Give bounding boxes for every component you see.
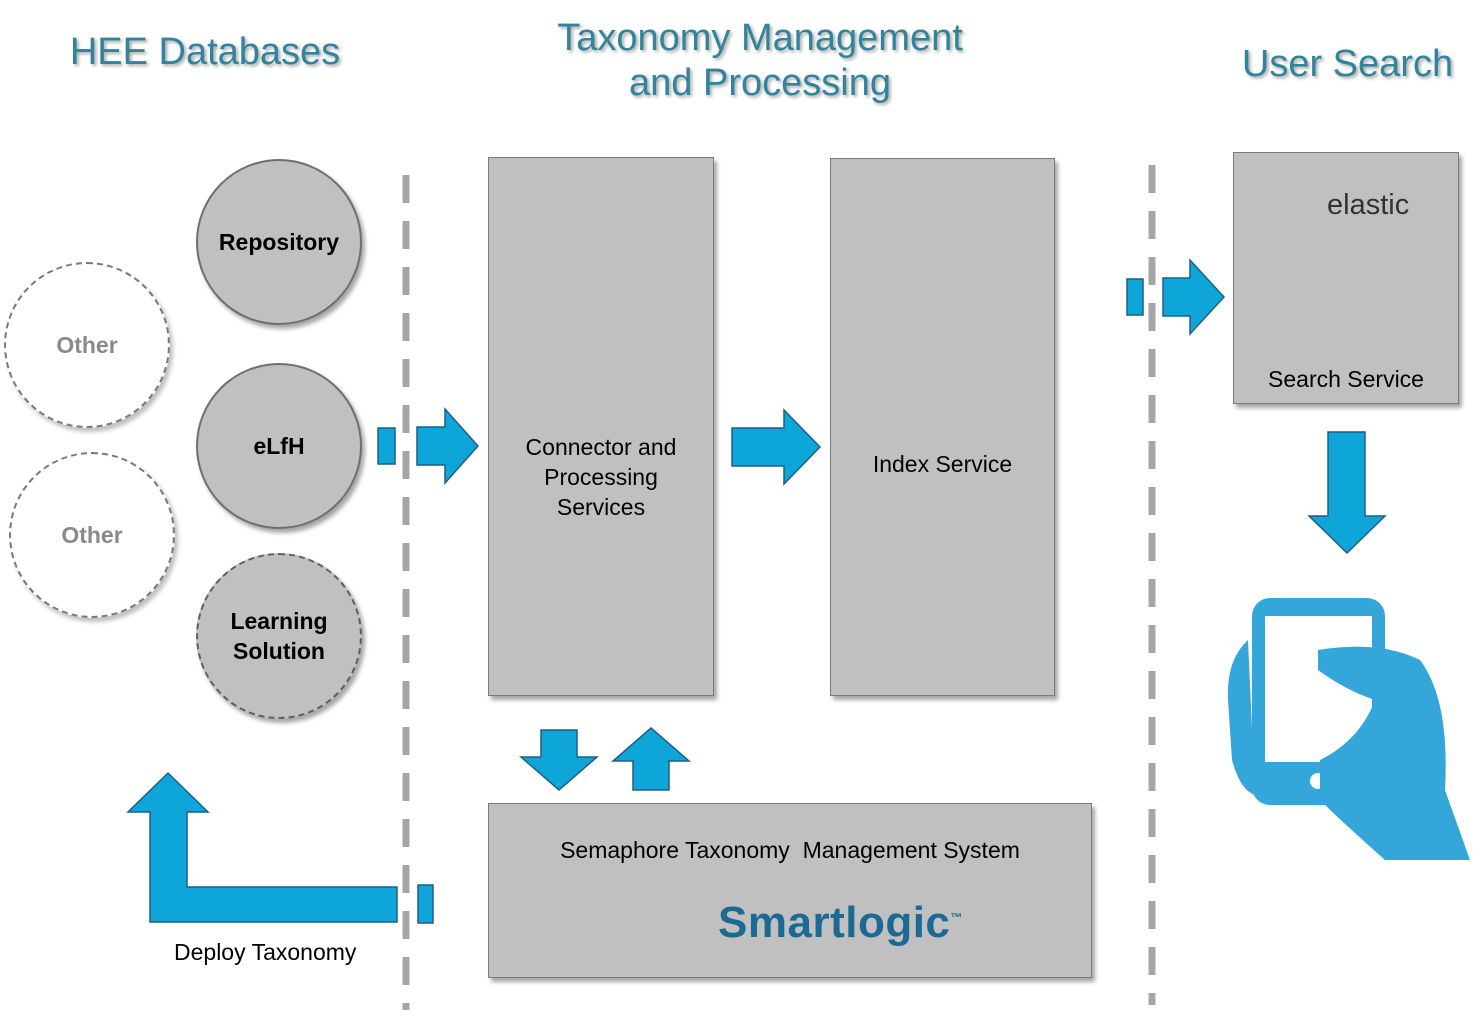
database-elfh-label: eLfH (253, 433, 305, 459)
arrow-connector-to-index (731, 408, 822, 486)
semaphore-label: Semaphore Taxonomy Management System (560, 837, 1020, 863)
connector-processing-box: Connector and Processing Services (488, 157, 714, 696)
arrow-deploy-taxonomy (126, 771, 434, 924)
heading-taxonomy-line2: and Processing (629, 62, 891, 104)
search-service-label: Search Service (1268, 366, 1424, 392)
database-learning-label-line2: Solution (233, 638, 325, 664)
phone-hand-icon (1227, 598, 1470, 860)
heading-hee-databases: HEE Databases (69, 31, 341, 73)
database-repository-label: Repository (218, 229, 340, 255)
deploy-taxonomy-label: Deploy Taxonomy (174, 939, 357, 965)
arrow-semaphore-to-connector (610, 727, 692, 791)
database-elfh: eLfH (196, 363, 362, 529)
smartlogic-logo-word: Smartlogic (718, 898, 951, 947)
connector-label-line2: Processing (544, 464, 658, 490)
heading-user-search: User Search (1241, 43, 1454, 85)
search-service-box: Search Service (1233, 152, 1459, 404)
connector-label-line3: Services (556, 494, 646, 520)
database-learning-solution: Learning Solution (196, 553, 362, 719)
database-other-1: Other (4, 262, 170, 428)
arrow-search-to-user (1307, 431, 1387, 555)
arrow-index-to-search (1126, 258, 1226, 336)
database-other-1-label: Other (56, 331, 118, 358)
arrow-databases-to-connector (377, 407, 480, 485)
connector-label-line1: Connector and (525, 434, 677, 460)
database-learning-label-line1: Learning (230, 608, 328, 634)
elastic-logo-text: elastic (1327, 189, 1410, 221)
index-service-label: Index Service (872, 451, 1013, 477)
semaphore-box: Semaphore Taxonomy Management System (488, 803, 1092, 978)
index-service-box: Index Service (830, 158, 1055, 696)
database-other-2: Other (9, 452, 175, 618)
database-repository: Repository (196, 159, 362, 325)
database-other-2-label: Other (61, 521, 123, 548)
smartlogic-logo-text: Smartlogic™ (718, 898, 963, 948)
heading-taxonomy-management: Taxonomy Management and Processing (510, 16, 1010, 106)
connector-label: Connector and Processing Services (489, 432, 713, 522)
smartlogic-tm: ™ (950, 910, 963, 925)
heading-taxonomy-line1: Taxonomy Management (557, 17, 963, 59)
arrow-connector-to-semaphore (518, 729, 600, 791)
